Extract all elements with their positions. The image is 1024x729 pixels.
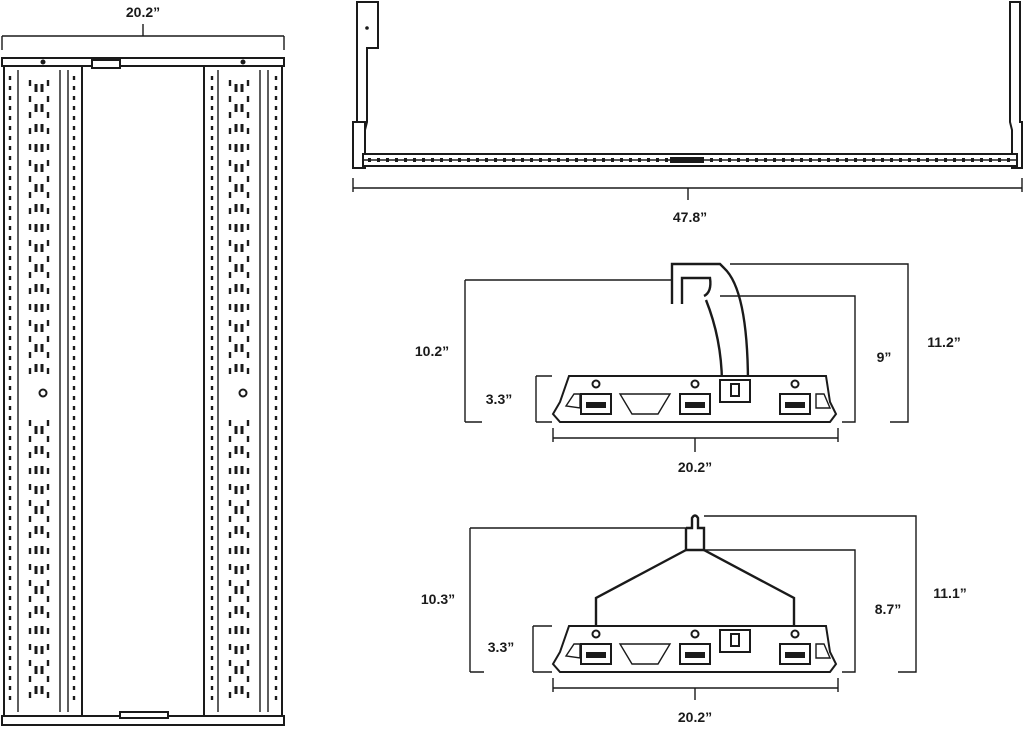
side-length-label: 47.8” — [673, 209, 707, 225]
front-bottom-bracket — [119, 711, 169, 719]
front-width-dimension — [1, 24, 285, 50]
front-view: 20.2” — [1, 4, 285, 726]
front-width-label: 20.2” — [126, 4, 160, 20]
hook-overall-height-label: 10.2” — [415, 343, 449, 359]
yoke-body-height-label: 3.3” — [488, 639, 514, 655]
yoke-overall-height-label: 10.3” — [421, 591, 455, 607]
front-top-bracket — [91, 59, 121, 69]
yoke-max-height-label: 11.1” — [933, 585, 966, 601]
end-view-hook — [464, 262, 909, 452]
side-right-bracket — [1009, 1, 1023, 169]
hook-max-height-label: 11.2” — [927, 334, 960, 350]
yoke-hanger-height-label: 8.7” — [875, 601, 901, 617]
side-length-dimension — [352, 178, 1023, 200]
yoke-width-label: 20.2” — [678, 709, 712, 725]
side-left-bracket — [356, 1, 379, 131]
yoke-hanger — [594, 514, 796, 632]
hook-body-height-label: 3.3” — [486, 391, 512, 407]
side-view: 47.8” — [352, 1, 1023, 225]
hook-width-label: 20.2” — [678, 459, 712, 475]
front-rail-slots — [8, 59, 278, 712]
hook-height-label: 9” — [877, 349, 892, 365]
hook-arm — [670, 262, 750, 386]
end-view-yoke — [469, 514, 917, 700]
